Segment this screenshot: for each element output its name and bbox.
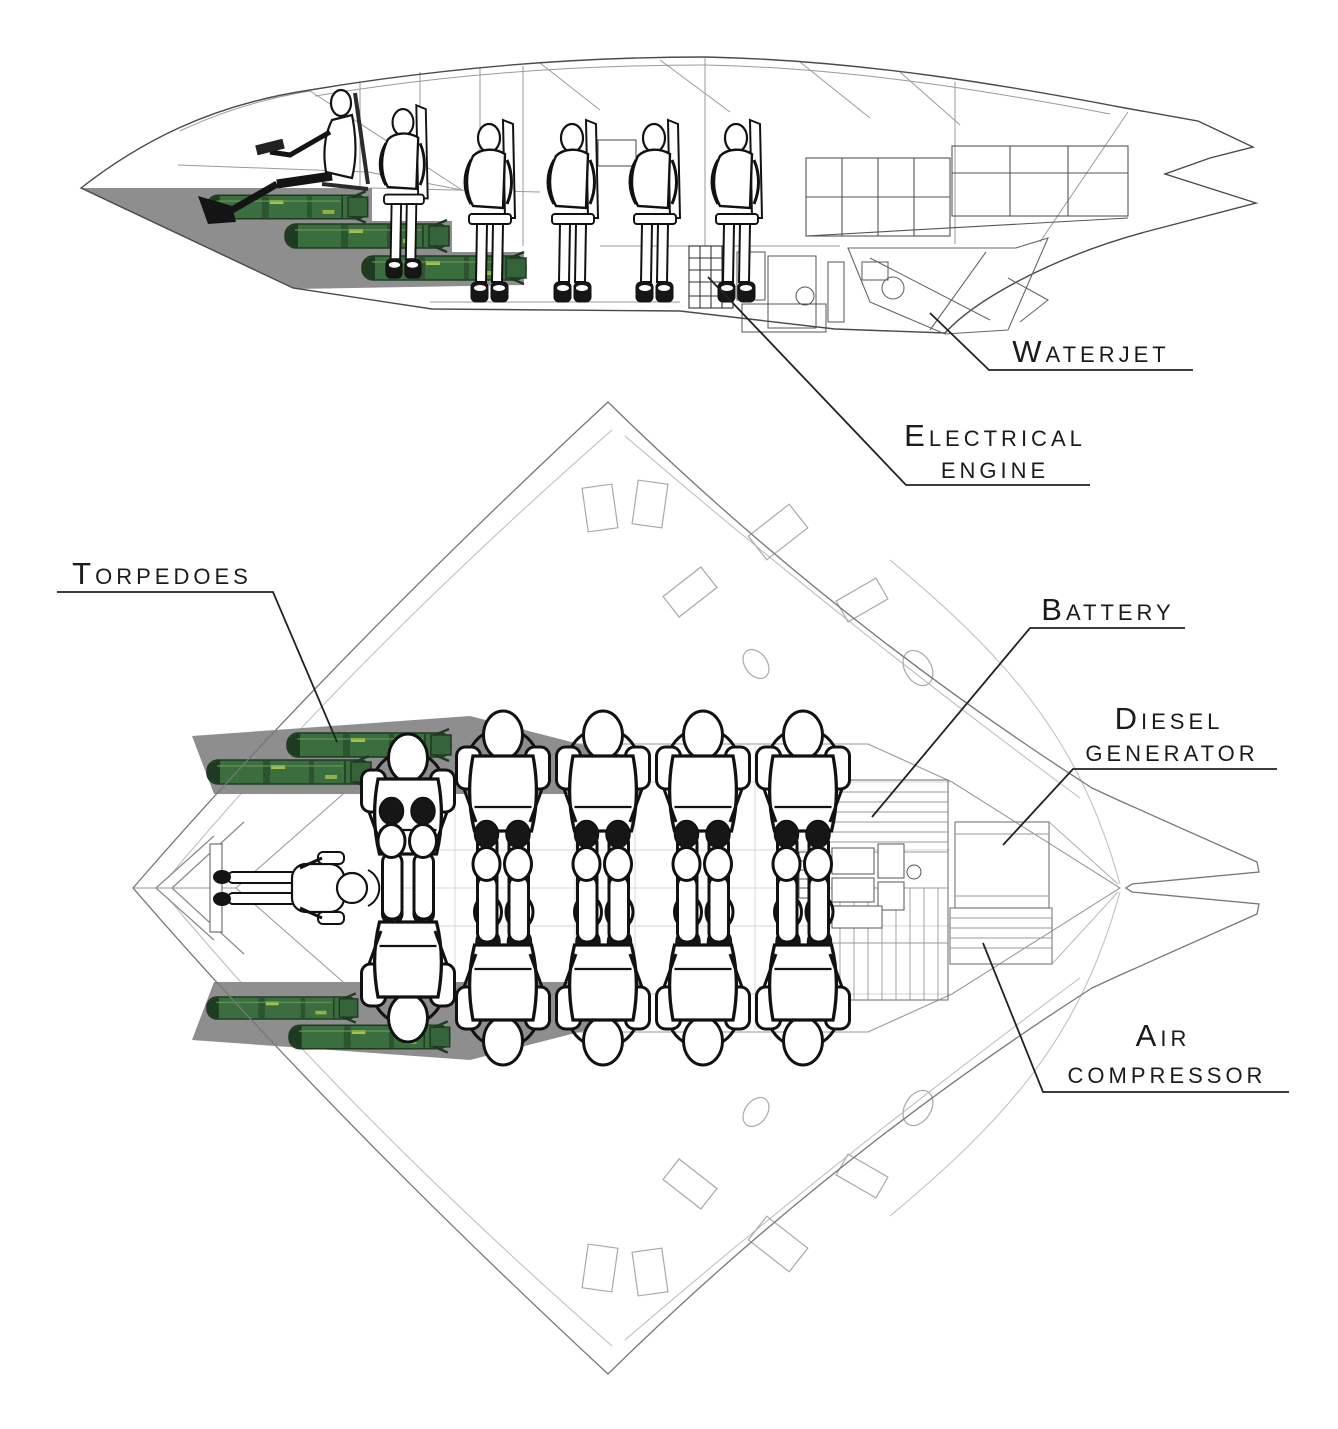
label-waterjet: Waterjet (1012, 334, 1169, 369)
side-hull-outline (79, 56, 1259, 334)
side-equipment-boxes (597, 139, 1129, 237)
waterjet-assembly (847, 237, 1049, 335)
label-electrical-engine-line1: Electrical (904, 418, 1086, 453)
battery-leader-line (871, 627, 1185, 818)
electrical-engine-leader-line (707, 276, 1090, 486)
top-plan-view (132, 401, 1260, 1375)
labels: Torpedoes Waterjet Electrical engine Bat… (72, 334, 1267, 1090)
passenger-seat-top-3 (554, 709, 652, 958)
passenger-seat-top-4 (654, 709, 752, 958)
label-battery: Battery (1041, 592, 1174, 627)
label-air-compressor-line1: Air (1136, 1018, 1191, 1053)
label-electrical-engine-line2: engine (941, 450, 1049, 485)
torpedo-top-2 (205, 754, 373, 790)
passenger-seat-bottom-4 (654, 818, 752, 1067)
label-torpedoes: Torpedoes (72, 556, 252, 591)
label-diesel-generator-line2: generator (1085, 733, 1258, 768)
pilot-side (198, 88, 370, 224)
leader-lines (57, 276, 1289, 1093)
torpedo-side-2 (283, 218, 451, 254)
passenger-seat-bottom-2 (454, 818, 552, 1067)
air-compressor-box (949, 821, 1119, 965)
air-compressor-leader-line (982, 942, 1289, 1093)
passenger-seat-top-2 (454, 709, 552, 958)
label-air-compressor-line2: compressor (1068, 1055, 1267, 1090)
torpedo-top-3 (205, 992, 359, 1024)
passenger-seat-side-4 (628, 118, 682, 304)
side-cutaway-view (79, 56, 1259, 335)
diesel-generator-leader-line (1002, 768, 1277, 846)
waterjet-leader-line (929, 312, 1193, 371)
label-diesel-generator-line1: Diesel (1115, 701, 1224, 736)
upper-wing-cutouts (581, 479, 940, 692)
passenger-seat-bottom-3 (554, 818, 652, 1067)
passenger-seat-side-3 (546, 118, 600, 304)
lower-wing-cutouts (581, 1084, 940, 1297)
pilot-top (213, 851, 381, 925)
torpedoes-leader-line (57, 591, 338, 743)
top-hull-outline (132, 401, 1260, 1375)
